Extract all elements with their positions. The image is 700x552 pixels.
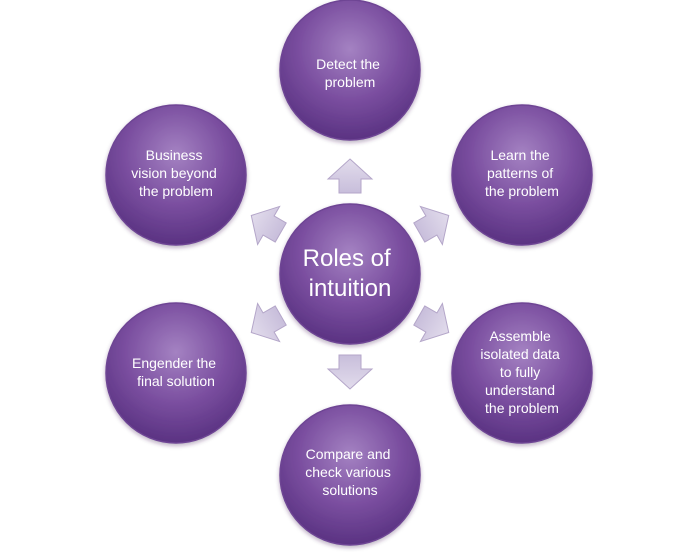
node-business-vision: Business vision beyond the problem	[105, 104, 247, 246]
arrow-lower-left-icon	[250, 302, 287, 343]
node-circle	[105, 104, 247, 246]
node-compare-solutions: Compare and check various solutions	[279, 404, 421, 546]
arrows-group	[250, 158, 450, 390]
node-learn-patterns: Learn the patterns of the problem	[451, 104, 593, 246]
node-label: Business vision beyond the problem	[131, 147, 221, 199]
node-label: Engender the final solution	[132, 355, 220, 389]
arrow-upper-left-icon	[250, 205, 287, 246]
node-assemble-data: Assemble isolated data to fully understa…	[451, 302, 593, 444]
node-detect-problem: Detect the problem	[279, 0, 421, 141]
arrow-lower-right-icon	[413, 302, 450, 343]
node-label: Detect the problem	[316, 56, 384, 90]
node-label: Assemble isolated data to fully understa…	[480, 328, 563, 416]
node-circle	[105, 302, 247, 444]
center-node: Roles of intuition	[279, 203, 421, 345]
center-label: Roles of intuition	[303, 245, 398, 302]
arrow-up-icon	[326, 158, 374, 194]
node-label: Compare and check various solutions	[305, 446, 394, 498]
node-circle	[279, 404, 421, 546]
center-circle	[279, 203, 421, 345]
node-label: Learn the patterns of the problem	[485, 147, 559, 199]
node-circle	[279, 0, 421, 141]
node-circle	[451, 104, 593, 246]
arrow-down-icon	[326, 354, 374, 390]
node-circle	[451, 302, 593, 444]
arrow-upper-right-icon	[413, 205, 450, 246]
node-engender-solution: Engender the final solution	[105, 302, 247, 444]
